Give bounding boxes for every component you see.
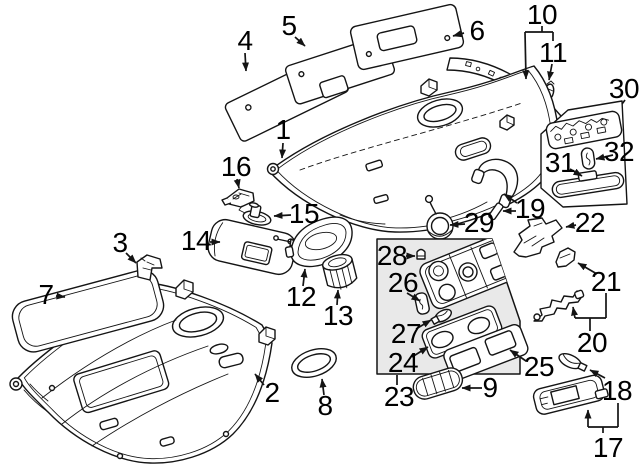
callout-28[interactable]: 28 [376, 240, 408, 271]
part-28-socket [416, 248, 426, 260]
callout-27[interactable]: 27 [390, 318, 422, 349]
callout-7[interactable]: 7 [38, 279, 54, 310]
part-6-absorber-pad [349, 3, 465, 71]
callout-11[interactable]: 11 [538, 37, 568, 68]
callout-30[interactable]: 30 [608, 73, 640, 104]
part-12-vanity-cover [284, 216, 353, 268]
callout-12[interactable]: 12 [285, 281, 317, 312]
part-7-sunroof-shade [11, 269, 165, 353]
callout-31[interactable]: 31 [544, 147, 576, 178]
part-23-overhead-console [419, 239, 517, 310]
callout-13[interactable]: 13 [322, 300, 354, 331]
part-16-bracket [221, 188, 255, 208]
part-21-clip [555, 247, 576, 268]
part-30-lamp-module-box [540, 100, 628, 208]
part-18-bulb [558, 353, 588, 372]
callout-2[interactable]: 2 [264, 377, 280, 408]
part-31-lamp-lens [551, 170, 625, 199]
callout-16[interactable]: 16 [220, 151, 252, 182]
part-25-grille [443, 323, 529, 381]
callout-15[interactable]: 15 [288, 198, 320, 229]
part-20-wiring-harness [533, 289, 585, 322]
part-13-clip [321, 253, 358, 290]
callout-26[interactable]: 26 [387, 267, 419, 298]
part-27-bulb [430, 308, 452, 325]
callout-9[interactable]: 9 [482, 372, 498, 403]
part-22-bracket [513, 217, 563, 258]
bracket-leaders [396, 26, 626, 433]
part-8-trim-ring [291, 348, 337, 378]
callout-3[interactable]: 3 [112, 227, 128, 258]
callout-19[interactable]: 19 [514, 193, 546, 224]
part-3-clip [136, 254, 163, 281]
callout-24[interactable]: 24 [387, 347, 419, 378]
part-24-lamp-lens [421, 305, 503, 359]
callout-23[interactable]: 23 [383, 381, 415, 412]
part-14-sun-visor [207, 218, 297, 276]
callout-17[interactable]: 17 [592, 432, 624, 463]
part-32-bulb [580, 147, 596, 170]
leader-arrows [55, 30, 614, 396]
callout-5[interactable]: 5 [281, 10, 297, 41]
callout-21[interactable]: 21 [590, 266, 622, 297]
callout-4[interactable]: 4 [237, 25, 253, 56]
part-9-lens [412, 367, 464, 400]
callout-25[interactable]: 25 [523, 351, 555, 382]
part-30-lamp-circuit [545, 110, 623, 150]
part-15-visor-clip [238, 202, 272, 226]
callout-29[interactable]: 29 [463, 207, 495, 238]
part-17-dome-lamp [532, 374, 609, 415]
callout-10[interactable]: 10 [526, 0, 558, 30]
callout-6[interactable]: 6 [469, 15, 485, 46]
callout-18[interactable]: 18 [601, 375, 633, 406]
callout-8[interactable]: 8 [317, 390, 333, 421]
callout-1[interactable]: 1 [275, 114, 291, 145]
callout-20[interactable]: 20 [576, 327, 608, 358]
callout-22[interactable]: 22 [574, 207, 606, 238]
callout-32[interactable]: 32 [603, 136, 635, 167]
callout-14[interactable]: 14 [180, 225, 212, 256]
